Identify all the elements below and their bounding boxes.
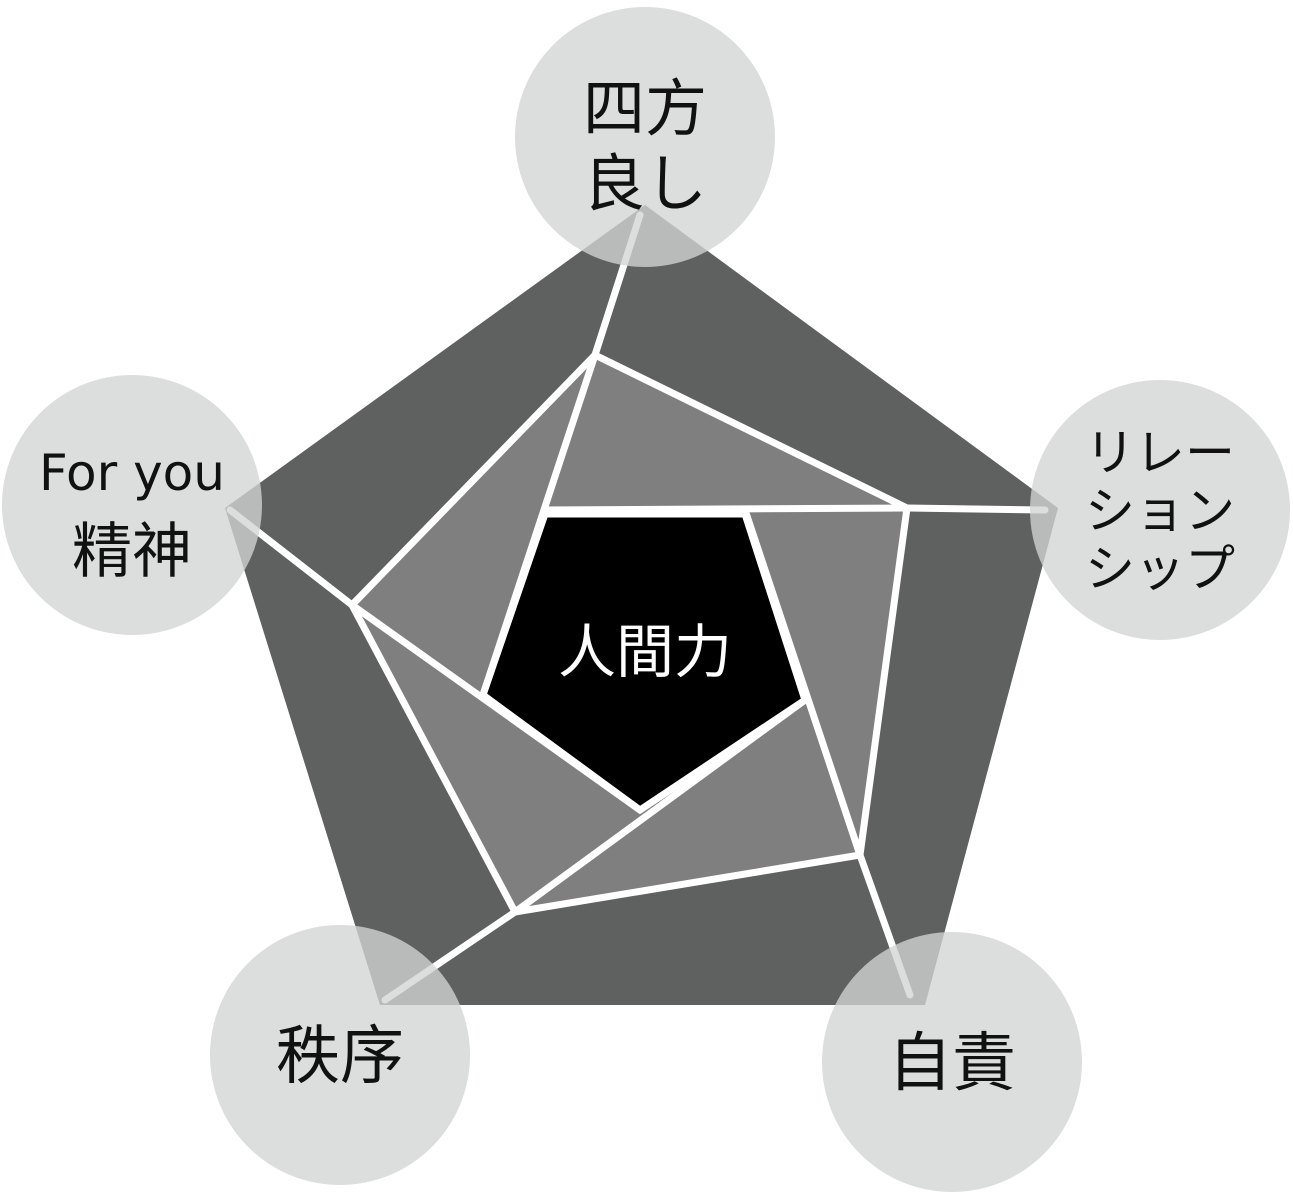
svg-text:ション: ション (1085, 482, 1235, 540)
core-pentagon (478, 510, 810, 815)
node-right: リレー ション シップ (1030, 380, 1290, 640)
svg-text:良し: 良し (583, 147, 707, 220)
node-top: 四方 良し (515, 7, 775, 267)
svg-text:シップ: シップ (1085, 540, 1235, 598)
svg-text:リレー: リレー (1085, 424, 1235, 482)
svg-text:四方: 四方 (583, 72, 707, 145)
node-left: For you 精神 (2, 375, 262, 635)
center-label: 人間力 (558, 618, 732, 686)
svg-text:自責: 自責 (888, 1027, 1016, 1101)
svg-text:For you: For you (39, 444, 225, 502)
svg-text:精神: 精神 (72, 517, 192, 587)
svg-text:秩序: 秩序 (276, 1020, 404, 1094)
node-bottom-right: 自責 (822, 932, 1082, 1192)
node-bottom-left: 秩序 (210, 925, 470, 1185)
